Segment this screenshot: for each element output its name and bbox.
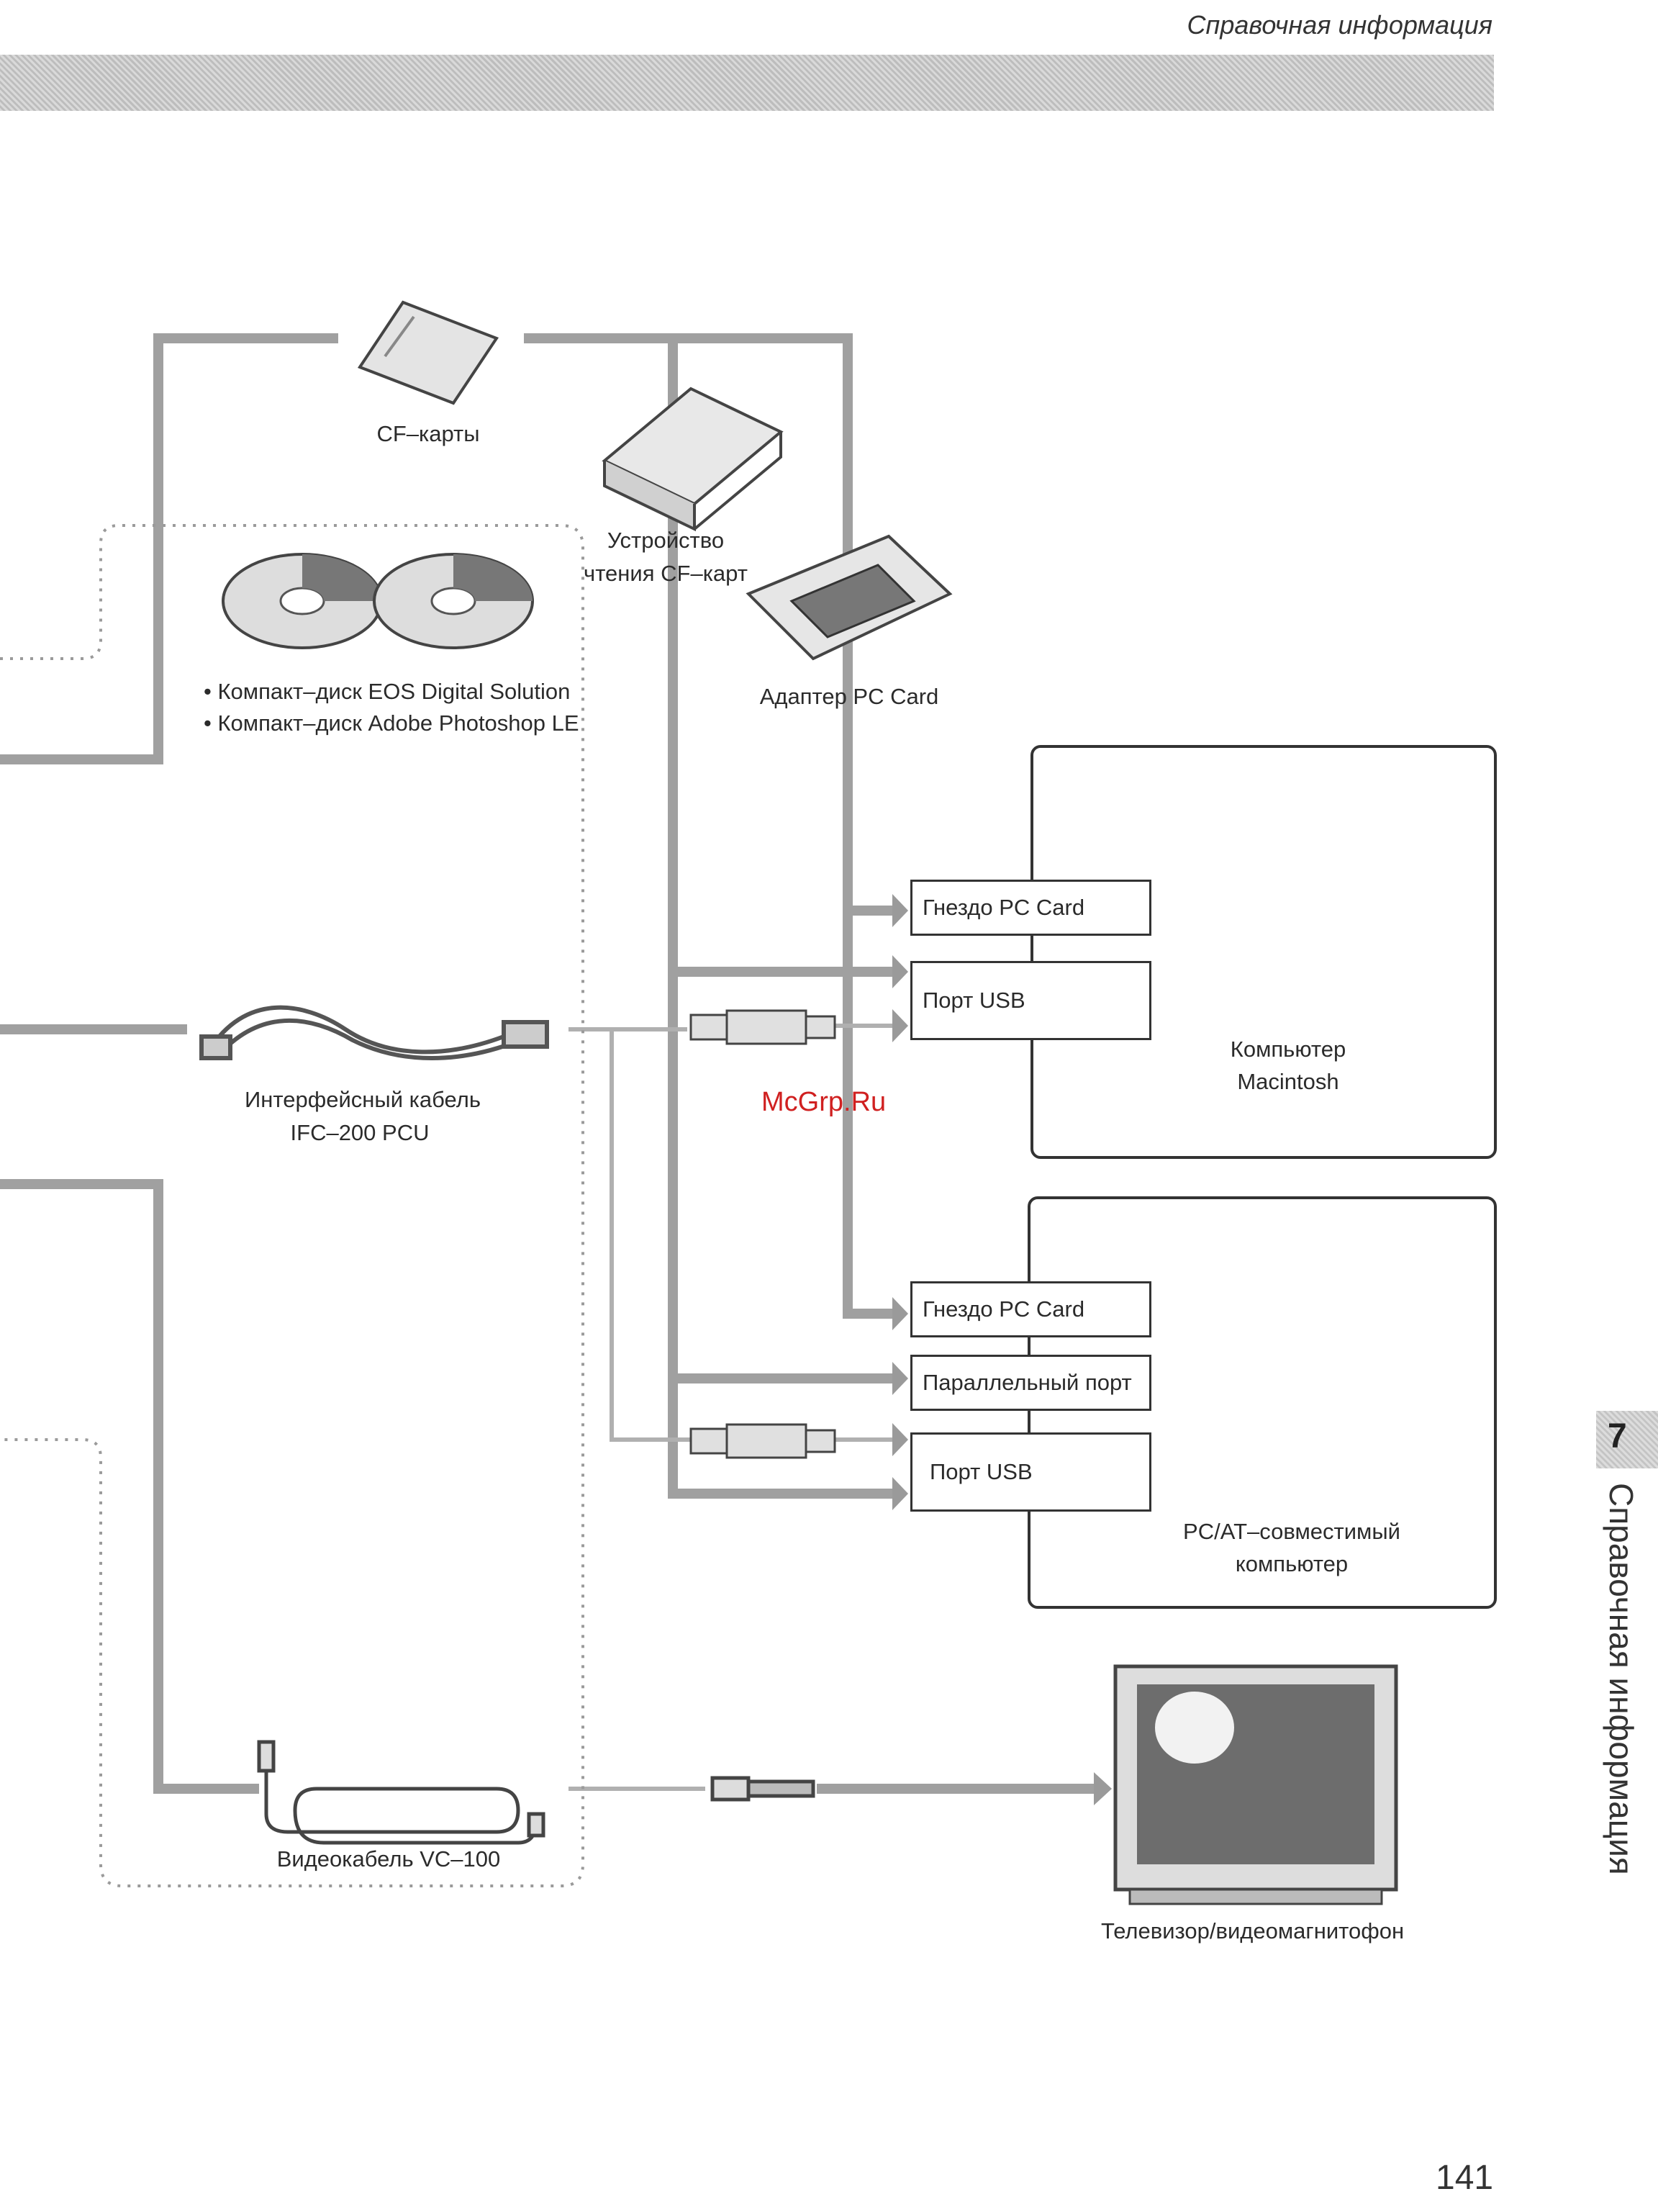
reader-to-usb-pc <box>668 338 892 1499</box>
page-number: 141 <box>1436 2159 1494 2197</box>
section-title: Справочная информация <box>1187 10 1492 40</box>
mac-label-2: Macintosh <box>1237 1069 1339 1094</box>
pc-label-1: PC/AT–совместимый <box>1183 1519 1400 1544</box>
video-cable-icon <box>257 1740 815 1845</box>
cf-reader-label-2: чтения CF–карт <box>584 561 748 586</box>
mac-usb-port: Порт USB <box>910 961 1151 1040</box>
video-path-left <box>0 1179 259 1794</box>
mac-label-1: Компьютер <box>1230 1037 1346 1062</box>
pc-card-adapter-icon <box>746 534 953 661</box>
mac-group-box <box>1030 745 1497 1159</box>
cd1-label: • Компакт–диск EOS Digital Solution <box>204 679 571 704</box>
cf-path-left <box>0 333 338 764</box>
watermark: McGrp.Ru <box>761 1087 887 1117</box>
pc-label-2: компьютер <box>1235 1551 1349 1576</box>
cd2-label: • Компакт–диск Adobe Photoshop LE <box>204 710 579 736</box>
tv-label: Телевизор/видеомагнитофон <box>1101 1918 1405 1944</box>
usb-plug-icon <box>689 1009 836 1459</box>
tv-icon <box>1113 1664 1398 1905</box>
ifc-cable-icon <box>199 1005 549 1060</box>
chapter-tab <box>1596 1411 1658 1468</box>
cf-card-icon <box>357 300 499 405</box>
video-cable-label: Видеокабель VC–100 <box>276 1846 501 1872</box>
pc-card-adapter-label: Адаптер PC Card <box>759 684 939 709</box>
adapter-to-pccard-pc <box>524 333 892 1319</box>
chapter-title: Справочная информация <box>1603 1483 1640 1875</box>
ifc-cable-label-2: IFC–200 PCU <box>290 1120 430 1145</box>
cf-reader-label-1: Устройство <box>607 528 725 553</box>
cf-cards-label: CF–карты <box>376 421 480 446</box>
header-band <box>0 55 1494 111</box>
ifc-cable-label-1: Интерфейсный кабель <box>245 1087 481 1112</box>
mac-pc-card-slot: Гнездо PC Card <box>910 880 1151 936</box>
pc-pc-card-slot: Гнездо PC Card <box>910 1281 1151 1337</box>
pc-usb-port: Порт USB <box>910 1432 1151 1512</box>
chapter-number: 7 <box>1608 1417 1627 1455</box>
cd-icon <box>222 553 534 649</box>
pc-parallel-port: Параллельный порт <box>910 1355 1151 1411</box>
cf-reader-icon <box>602 387 784 532</box>
